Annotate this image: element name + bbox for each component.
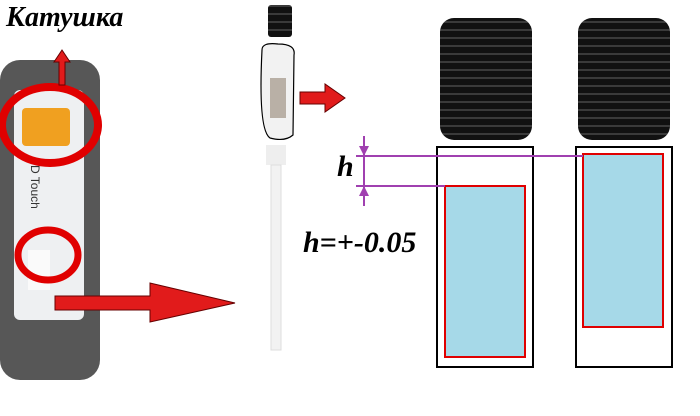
pin-left (444, 185, 526, 358)
right-arrow-icon (54, 282, 236, 323)
screw-left (440, 18, 532, 140)
coil-circle (0, 83, 102, 167)
pin-circle (14, 226, 82, 284)
screw-right (578, 18, 670, 140)
pin-right (582, 153, 664, 328)
dimension-h (356, 136, 583, 206)
up-arrow-icon (53, 49, 71, 86)
probe-pin (260, 5, 295, 351)
sensor-label: D Touch (28, 165, 42, 209)
tolerance-label: h=+-0.05 (303, 226, 417, 259)
bltouch-photo (0, 60, 102, 380)
h-label: h (337, 150, 354, 183)
right-arrow-small-icon (299, 83, 346, 113)
title-coil: Катушка (6, 2, 124, 33)
